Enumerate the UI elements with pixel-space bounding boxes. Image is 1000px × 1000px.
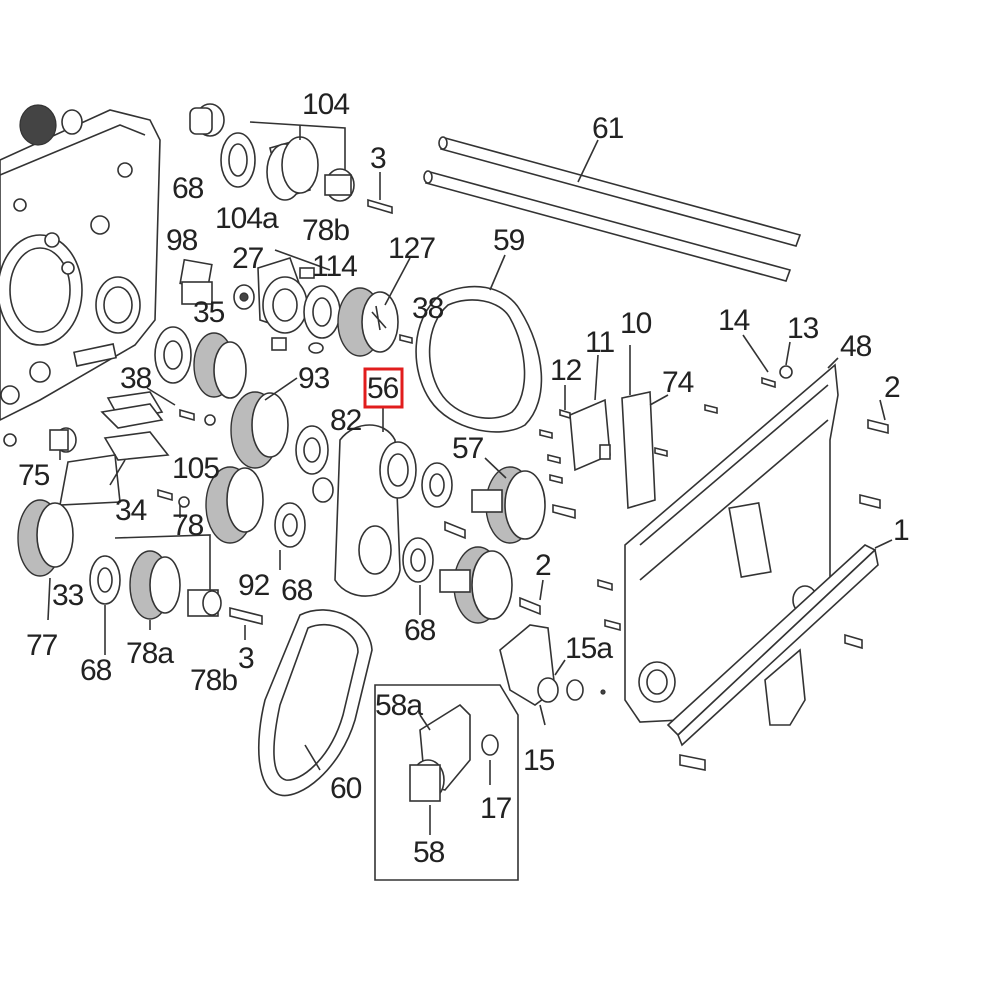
part-label-77: 77 [26,629,58,662]
part-label-34: 34 [115,494,147,527]
part-label-82: 82 [330,404,362,437]
part-label-78: 78 [172,509,204,542]
part-label-57: 57 [452,432,484,465]
highlight-box [363,367,404,409]
part-label-93: 93 [298,362,330,395]
part-label-104a: 104a [215,202,279,235]
part-label-75: 75 [18,459,50,492]
gear-cluster-upper [179,249,413,357]
part-label-48: 48 [840,330,872,363]
part-label-61: 61 [592,112,624,145]
part-label-56: 56 [367,372,399,405]
bracket-15 [499,624,606,706]
part-label-35: 35 [193,296,225,329]
part-label-17: 17 [480,792,512,825]
part-label-14: 14 [718,304,750,337]
part-label-98: 98 [166,224,198,257]
part-label-3: 3 [370,142,386,175]
part-label-60: 60 [330,772,362,805]
main-housing [0,104,161,447]
part-label-104: 104 [302,88,349,121]
leader-lines [47,172,893,785]
belt-59 [415,285,543,433]
belt-60 [257,609,373,797]
part-label-92: 92 [238,569,270,602]
part-label-3b: 3 [238,642,254,675]
part-label-58: 58 [413,836,445,869]
part-label-78b: 78b [302,214,349,247]
rail-1 [666,544,879,771]
part-label-15a: 15a [565,632,613,665]
part-label-33: 33 [52,579,84,612]
part-label-105: 105 [172,452,219,485]
part-label-13: 13 [787,312,819,345]
part-label-74: 74 [662,366,694,399]
gears-57 [439,457,576,624]
part-label-59: 59 [493,224,525,257]
part-label-114: 114 [312,250,357,283]
part-label-27: 27 [232,242,264,275]
part-label-12: 12 [550,354,582,387]
part-label-2: 2 [884,371,900,404]
part-label-68c: 68 [404,614,436,647]
part-label-10: 10 [620,307,652,340]
part-label-78b-lower: 78b [190,664,237,697]
part-label-68b: 68 [281,574,313,607]
part-label-11: 11 [585,326,614,359]
plate-82 [334,408,453,597]
part-label-38: 38 [412,292,444,325]
gear-column-left [17,326,334,590]
small-brackets [539,391,718,510]
lower-shaft-group [89,550,263,626]
part-label-38b: 38 [120,362,152,395]
part-label-68: 68 [172,172,204,205]
guide-rods [423,136,802,282]
part-label-2b: 2 [535,549,551,582]
part-label-68d: 68 [80,654,112,687]
part-label-1: 1 [893,514,909,547]
part-label-15: 15 [523,744,555,777]
part-label-58a: 58a [375,689,423,722]
inset-box [374,684,519,881]
upper-shaft-group [189,103,393,215]
part-label-78a: 78a [126,637,174,670]
part-labels: 61 104 3 68 104a 78b 98 59 27 114 127 35… [18,88,910,869]
part-label-127: 127 [388,232,435,265]
